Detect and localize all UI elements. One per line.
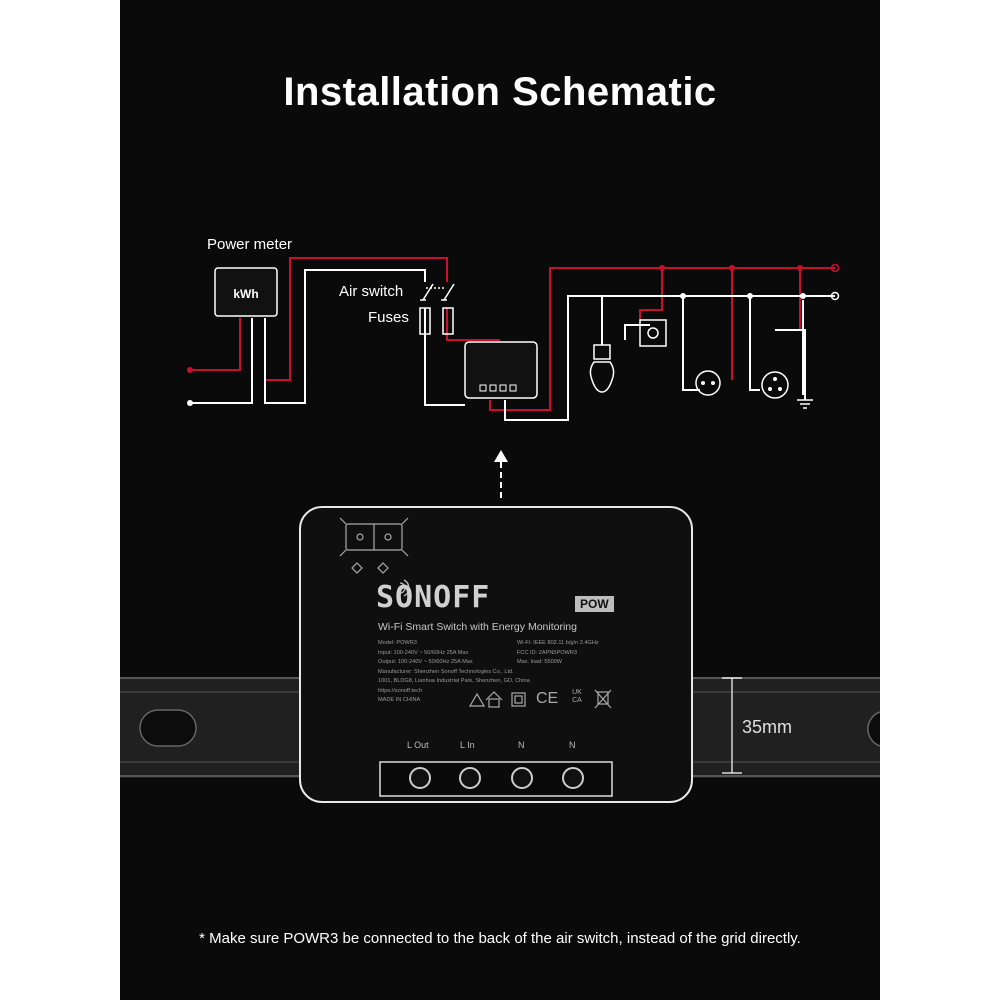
spec-left-column: Model: POWR3 Input: 100-240V ~ 50/60Hz 2…	[378, 639, 578, 706]
brand-logo: SONOFF	[376, 580, 491, 615]
mini-device-box	[464, 341, 538, 399]
spec-line: 1001, BLDG8, Lianhua Industrial Park, Sh…	[378, 678, 530, 684]
pairing-button-icon	[339, 517, 409, 557]
device-subtitle: Wi-Fi Smart Switch with Energy Monitorin…	[378, 621, 577, 633]
power-meter-box	[214, 267, 278, 317]
weee-bin-icon	[594, 689, 612, 709]
spec-line: Wi-Fi: IEEE 802.11 b/g/n 2.4GHz	[517, 640, 599, 646]
spec-line: Output: 100-240V ~ 50/60Hz 25A Max	[378, 659, 473, 665]
fuses-label: Fuses	[368, 309, 409, 326]
terminal-label-n: N	[569, 740, 576, 750]
spec-line: FCC ID: 2APN5POWR3	[517, 649, 577, 656]
spec-line: MADE IN CHINA	[378, 697, 421, 703]
page-title: Installation Schematic	[283, 70, 717, 114]
air-switch-label: Air switch	[339, 283, 404, 300]
lamp-icon	[589, 344, 615, 393]
ce-mark: CE	[536, 690, 559, 707]
air-switch-icon	[420, 283, 455, 301]
terminal-label-l-in: L In	[460, 740, 475, 750]
ground-icon	[797, 399, 813, 409]
model-badge: POW	[575, 596, 614, 612]
socket-icon	[761, 371, 789, 399]
home-icon	[485, 691, 503, 708]
switch-box-icon	[639, 319, 667, 347]
neutral-wires	[190, 269, 835, 421]
terminal-label-n: N	[518, 740, 525, 750]
powr3-device	[299, 506, 693, 803]
wire-junctions	[187, 263, 840, 406]
spec-line: Model: POWR3	[378, 640, 417, 646]
ukca-mark: UK CA	[572, 689, 582, 704]
terminal-label-l-out: L Out	[407, 740, 429, 750]
power-meter-label: Power meter	[207, 236, 293, 253]
wifi-icon	[399, 579, 410, 597]
mini-device-terminals	[479, 384, 517, 392]
schematic-panel: Installation Schematic	[120, 0, 880, 1000]
arrow-up-icon	[494, 450, 508, 498]
warning-icon	[468, 692, 486, 707]
spec-line: Max. load: 5500W	[517, 659, 563, 665]
fuse-icon	[442, 307, 454, 335]
spec-right-column: Wi-Fi: IEEE 802.11 b/g/n 2.4GHz FCC ID: …	[517, 639, 637, 668]
dimension-label: 35mm	[742, 717, 793, 737]
status-led-icon	[351, 562, 389, 574]
double-insulation-icon	[511, 692, 526, 707]
wiring-diagram: kWh	[120, 257, 880, 803]
fuse-icon	[419, 307, 431, 335]
spec-line: https://sonoff.tech	[378, 687, 423, 694]
spec-line: Input: 100-240V ~ 50/60Hz 25A Max	[378, 649, 469, 656]
dimension-marker	[722, 677, 742, 774]
footnote: * Make sure POWR3 be connected to the ba…	[199, 930, 801, 947]
terminal-screw-icon	[409, 767, 584, 789]
socket-icon	[695, 370, 721, 396]
spec-line: Manufacturer: Shenzhen Sonoff Technologi…	[378, 668, 514, 675]
kwh-label: kWh	[233, 287, 258, 301]
